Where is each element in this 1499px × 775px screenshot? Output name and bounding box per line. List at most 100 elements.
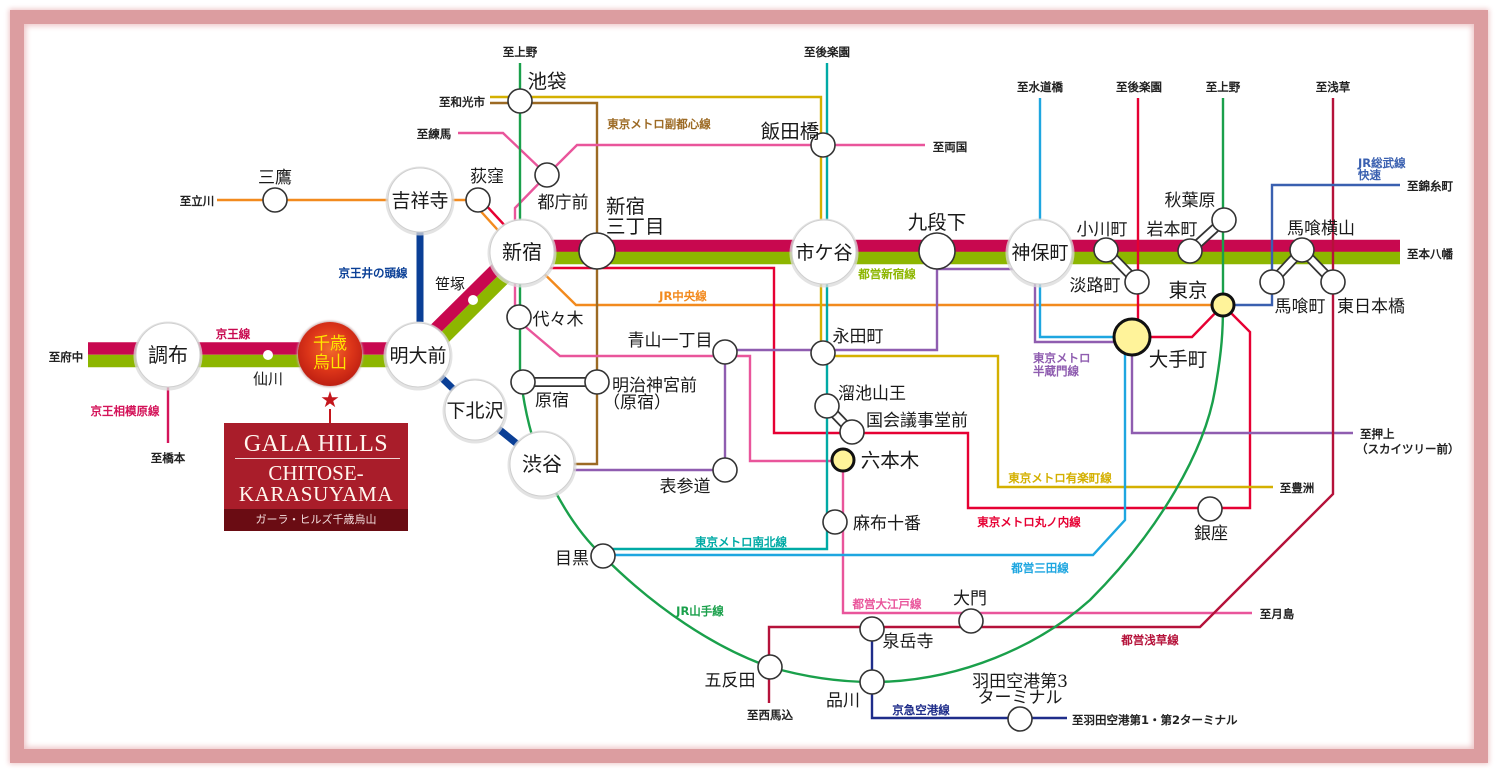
property-name-divider (235, 458, 400, 459)
station-aoyama-itchome (712, 339, 738, 365)
destination-ueno-east: 至上野 (1206, 80, 1241, 94)
station-yoyogi (506, 304, 532, 330)
station-kokkai-gijidomae (839, 419, 865, 445)
jr-yamanote-line (518, 63, 1225, 684)
station-label-otemachi: 大手町 (1149, 348, 1208, 371)
station-label-kudanshita: 九段下 (908, 211, 967, 234)
oedo-line-north (458, 131, 925, 177)
destination-kinshicho: 至錦糸町 (1407, 179, 1453, 193)
destination-korakuen-namboku: 至後楽園 (804, 45, 850, 59)
destination-tsukishima: 至月島 (1260, 607, 1295, 621)
station-ichigaya (791, 219, 857, 285)
station-label-iidabashi: 飯田橋 (761, 120, 820, 143)
line-label-toei-shinjuku: 都営新宿線 (857, 267, 916, 281)
station-label-harajuku: 原宿 (535, 391, 569, 411)
station-label-shinagawa: 品川 (826, 691, 860, 711)
station-iidabashi (810, 132, 836, 158)
station-label-sengakuji: 泉岳寺 (883, 632, 934, 652)
station-label-bakuroyokoyama: 馬喰横山 (1287, 219, 1355, 239)
station-higashi-nihombashi (1320, 269, 1346, 295)
destination-haneda-t1-t2: 至羽田空港第1・第2ターミナル (1072, 713, 1238, 727)
station-azabu-juban (822, 509, 848, 535)
station-sengawa (263, 350, 273, 360)
station-label-shibuya: 渋谷 (522, 452, 562, 476)
station-label-tokyo: 東京 (1168, 279, 1207, 302)
station-shinjuku-sanchome (578, 232, 616, 270)
station-haneda-t3 (1007, 706, 1033, 732)
property-callout: GALA HILLS CHITOSE- KARASUYAMA ガーラ・ヒルズ千歳… (224, 423, 408, 531)
station-chitose-karasuyama: 千歳 烏山 (298, 322, 362, 386)
line-label-hanzomon-line-2: 半蔵門線 (1033, 364, 1079, 378)
station-chofu (135, 322, 201, 388)
station-kudanshita (918, 232, 956, 270)
property-name-line-3: KARASUYAMA (238, 482, 394, 506)
destination-nishi-magome: 至西馬込 (747, 708, 793, 722)
station-ogawamachi (1093, 237, 1119, 263)
jr-sobu-rapid-line (1223, 183, 1400, 307)
station-label-ogikubo: 荻窪 (470, 167, 504, 187)
destination-ryogoku: 至両国 (933, 140, 968, 154)
station-nagatacho (810, 340, 836, 366)
station-label-ichigaya: 市ケ谷 (795, 242, 852, 264)
station-label-tameike-sanno: 溜池山王 (838, 384, 906, 404)
major-stations (133, 166, 1075, 500)
station-label-chitose-karasuyama-line-1: 千歳 (313, 334, 347, 354)
line-label-namboku: 東京メトロ南北線 (695, 535, 787, 549)
station-shinagawa (859, 669, 885, 695)
line-label-keio-inokashira: 京王井の頭線 (339, 266, 408, 280)
station-gotanda (757, 654, 783, 680)
station-harajuku (510, 369, 536, 395)
line-labels: 京王線 京王相模原線 京王井の頭線 東京メトロ副都心線 JR中央線 都営新宿線 … (91, 117, 1407, 717)
line-label-keikyu-airport: 京急空港線 (892, 703, 950, 717)
station-label-higashi-nihombashi: 東日本橋 (1337, 297, 1405, 317)
line-label-marunouchi: 東京メトロ丸ノ内線 (977, 515, 1081, 529)
station-daimon (958, 608, 984, 634)
destination-toyosu: 至豊洲 (1280, 481, 1315, 495)
station-mitaka (262, 187, 288, 213)
line-label-jr-sobu-rapid-line-2: 快速 (1357, 168, 1381, 182)
station-label-chofu: 調布 (148, 343, 188, 367)
destination-motoyawata: 至本八幡 (1407, 247, 1453, 261)
destination-hashimoto: 至橋本 (151, 451, 186, 465)
station-label-yoyogi: 代々木 (533, 310, 584, 330)
destination-fuchu: 至府中 (49, 350, 84, 364)
marker-pointer (329, 409, 331, 424)
station-label-kichijoji: 吉祥寺 (391, 190, 448, 212)
fukutoshin-line (490, 101, 599, 466)
asakusa-line (767, 98, 1335, 703)
destination-labels: 至府中 至橋本 至立川 至和光市 至練馬 至上野 至後楽園 至両国 至水道橋 至… (49, 45, 1460, 727)
station-shinjuku (489, 219, 555, 285)
station-label-nagatacho: 永田町 (833, 327, 884, 347)
station-label-aoyama-itchome: 青山一丁目 (628, 331, 713, 351)
destination-tachikawa: 至立川 (180, 194, 215, 208)
station-tochomae (534, 162, 560, 188)
station-label-tochomae: 都庁前 (538, 193, 589, 213)
line-label-keio: 京王線 (216, 327, 251, 341)
property-name-line-1: GALA HILLS (243, 431, 389, 457)
destination-asakusa: 至浅草 (1316, 80, 1351, 94)
destination-korakuen-marunouchi: 至後楽園 (1116, 80, 1162, 94)
hanzomon-line (542, 267, 1353, 472)
station-awajicho (1124, 269, 1150, 295)
station-bakurocho (1259, 269, 1285, 295)
station-ginza (1197, 496, 1223, 522)
destination-oshiage-line-1: 至押上 (1360, 427, 1395, 441)
station-shibuya (509, 431, 575, 497)
line-label-jr-sobu-rapid-line-1: JR総武線 (1357, 156, 1406, 170)
star-icon: ★ (320, 388, 340, 413)
yurakucho-line (490, 95, 1273, 489)
station-label-meidaimae: 明大前 (389, 345, 446, 367)
line-label-yurakucho: 東京メトロ有楽町線 (1008, 471, 1112, 485)
property-name-japanese: ガーラ・ヒルズ千歳烏山 (224, 509, 408, 531)
station-label-chitose-karasuyama-line-2: 烏山 (313, 353, 347, 373)
station-label-kokkai-gijidomae: 国会議事堂前 (866, 411, 968, 431)
line-label-mita: 都営三田線 (1010, 561, 1069, 575)
station-shimokitazawa (444, 379, 506, 441)
station-label-ikebukuro: 池袋 (527, 70, 566, 93)
destination-oshiage-line-2: （スカイツリー前） (1356, 442, 1460, 456)
station-label-meiji-jingumae-line-2: （原宿） (603, 393, 671, 413)
station-ogikubo (465, 187, 491, 213)
station-label-sengawa: 仙川 (253, 370, 283, 388)
station-tokyo (1210, 292, 1236, 318)
line-label-jr-chuo: JR中央線 (658, 289, 707, 303)
